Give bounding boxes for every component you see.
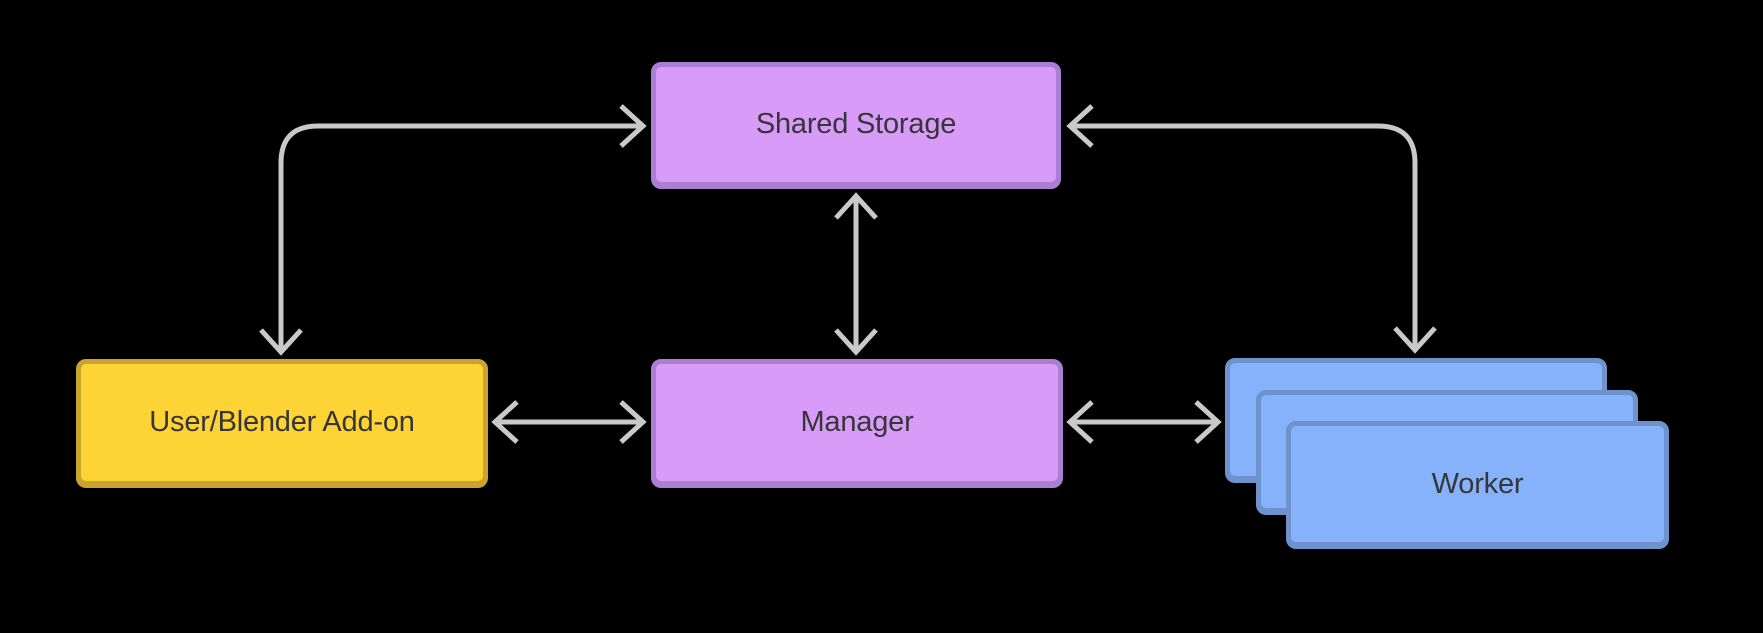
node-user-blender-addon: User/Blender Add-on — [76, 359, 488, 486]
node-manager: Manager — [651, 359, 1063, 486]
connector-user-shared-storage — [259, 104, 647, 356]
node-label: Manager — [800, 406, 914, 438]
arrowhead-left-icon — [1066, 400, 1094, 444]
arrowhead-right-icon — [619, 400, 647, 444]
connector-worker-shared-storage — [1066, 104, 1437, 354]
node-label: Shared Storage — [755, 108, 957, 140]
arrowhead-down-icon — [1393, 326, 1437, 354]
connector-shaft — [1070, 123, 1418, 350]
node-label: Worker — [1431, 467, 1524, 500]
arrowhead-right-icon — [1194, 400, 1222, 444]
arrowhead-left-icon — [491, 400, 519, 444]
connector-user-manager — [491, 400, 647, 444]
node-worker: Worker — [1286, 421, 1669, 547]
arrowhead-right-icon — [619, 104, 647, 148]
connector-shaft — [278, 123, 643, 352]
arrowhead-down-icon — [259, 328, 303, 356]
connector-manager-worker — [1066, 400, 1222, 444]
arrowhead-left-icon — [1066, 104, 1094, 148]
arrowhead-up-icon — [834, 192, 878, 220]
node-label: User/Blender Add-on — [149, 406, 415, 438]
node-shared-storage: Shared Storage — [651, 62, 1061, 187]
connector-manager-shared-storage — [834, 192, 878, 356]
arrowhead-down-icon — [834, 328, 878, 356]
